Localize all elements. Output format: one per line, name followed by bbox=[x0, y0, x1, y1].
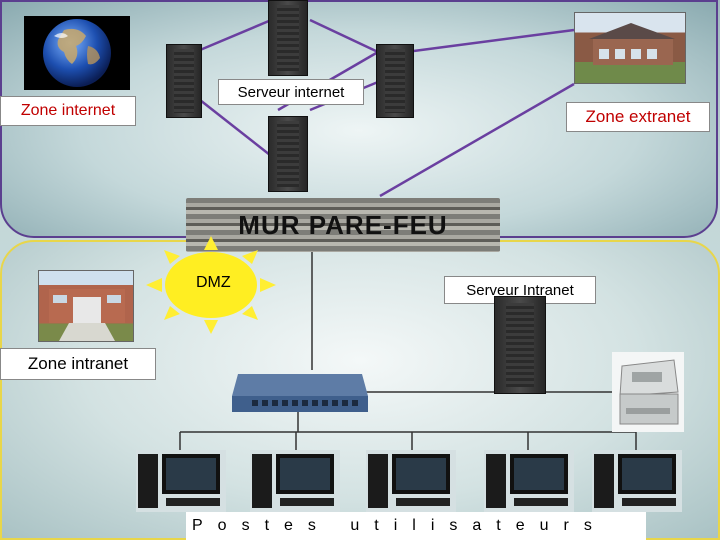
zone-extranet-label: Zone extranet bbox=[566, 102, 710, 132]
serveur-internet-label: Serveur internet bbox=[218, 79, 364, 105]
zone-internet-label: Zone internet bbox=[0, 96, 136, 126]
building-photo bbox=[38, 270, 134, 342]
server-tower-icon bbox=[166, 44, 202, 118]
link-internet-server-4 bbox=[199, 99, 271, 156]
dmz-sun-icon bbox=[146, 236, 276, 334]
postes-utilisateurs-label: Postes utilisateurs bbox=[186, 512, 646, 540]
workstation-icon bbox=[250, 450, 340, 512]
workstation-icon bbox=[592, 450, 682, 512]
server-tower-icon bbox=[376, 44, 414, 118]
link-internet-server-2 bbox=[309, 18, 379, 54]
server-tower-icon bbox=[494, 296, 546, 394]
workstation-icon bbox=[136, 450, 226, 512]
workstation-icon bbox=[366, 450, 456, 512]
network-switch-icon bbox=[232, 374, 368, 412]
server-tower-icon bbox=[268, 0, 308, 76]
building-photo bbox=[574, 12, 686, 84]
zone-intranet-label: Zone intranet bbox=[0, 348, 156, 380]
printer-icon bbox=[612, 352, 684, 432]
link-internet-server-3 bbox=[199, 16, 277, 52]
firewall-label: MUR PARE-FEU bbox=[238, 209, 448, 240]
link-firewall-extranet bbox=[379, 82, 575, 198]
link-extranet bbox=[405, 28, 575, 54]
firewall-wall: MUR PARE-FEU bbox=[186, 198, 500, 252]
globe-icon bbox=[24, 16, 130, 90]
dmz-label: DMZ bbox=[196, 274, 231, 291]
workstation-icon bbox=[484, 450, 574, 512]
server-tower-icon bbox=[268, 116, 308, 192]
